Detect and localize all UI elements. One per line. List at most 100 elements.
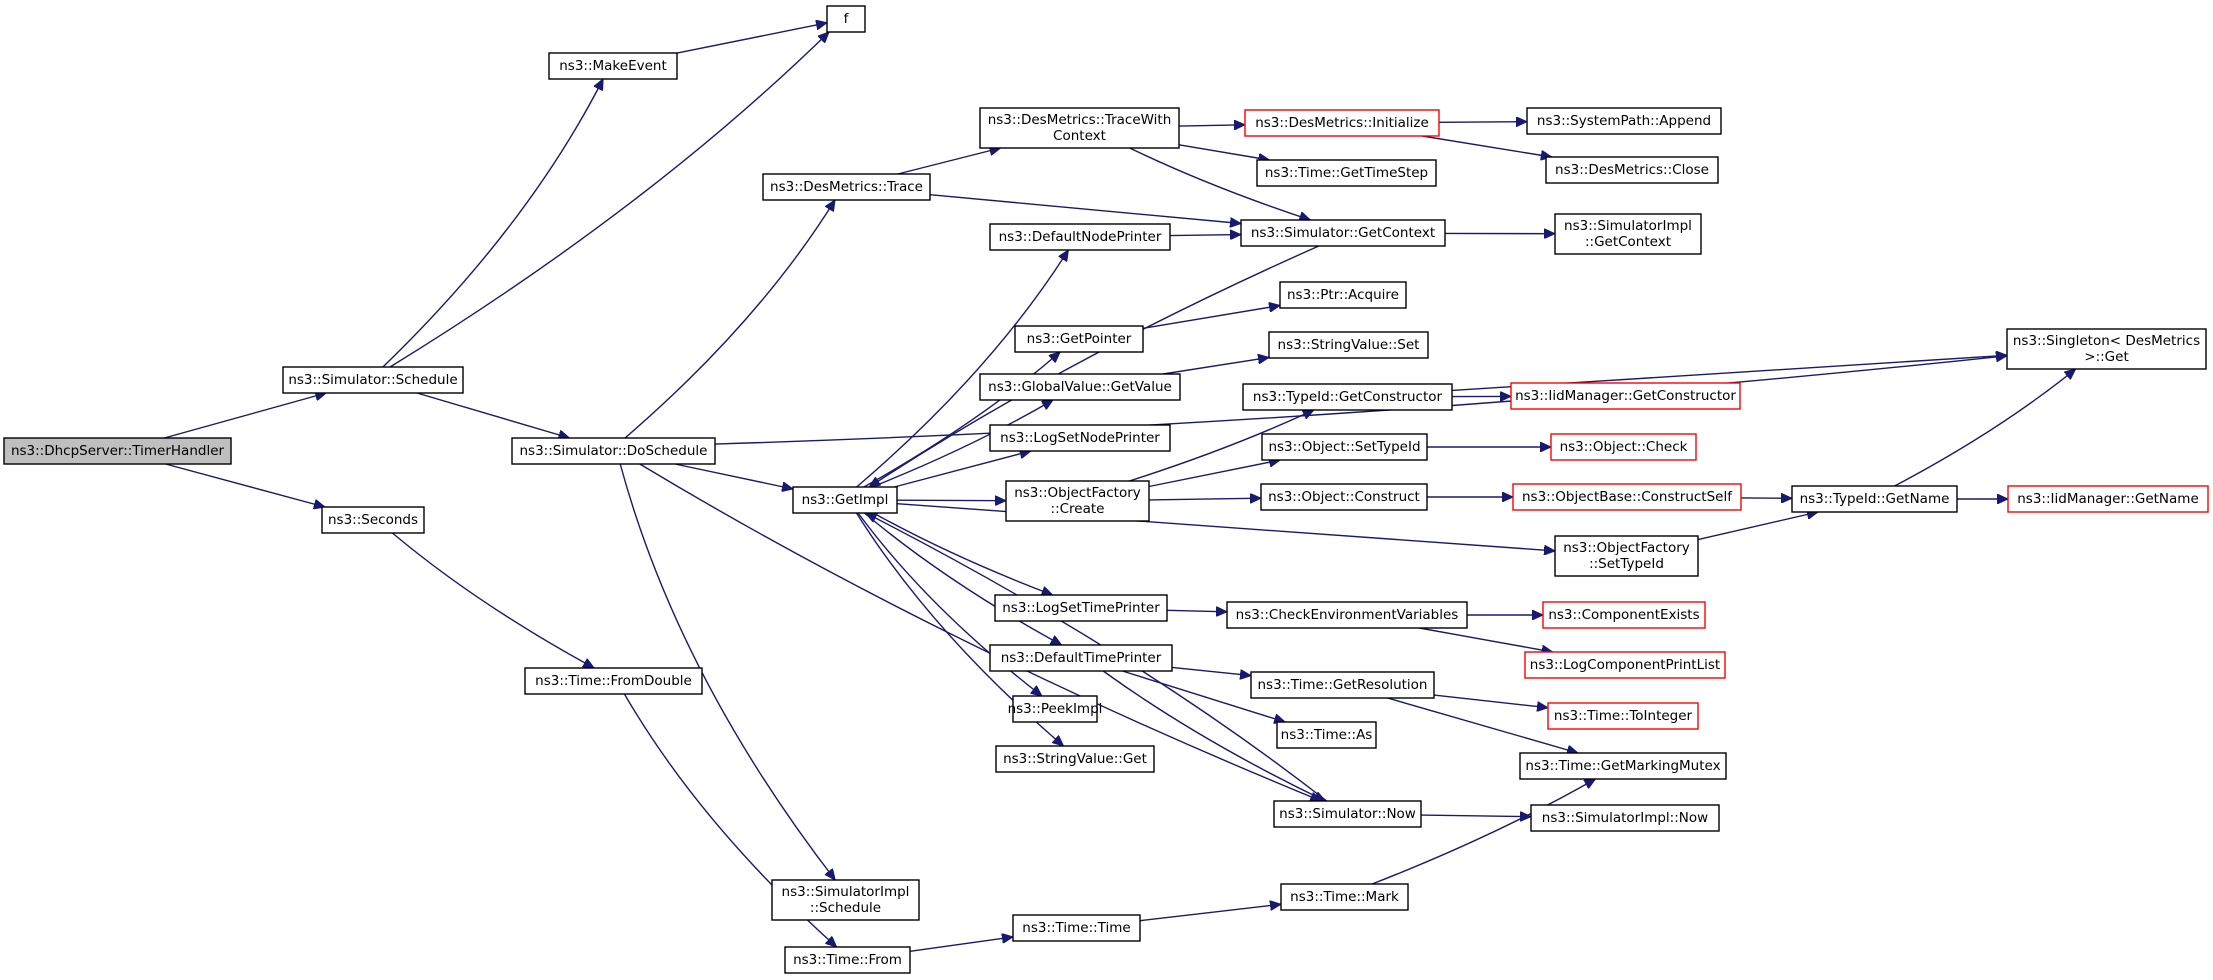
node-fromdouble[interactable]: ns3::Time::FromDouble xyxy=(524,667,703,695)
node-box-defaulttimeprinter[interactable] xyxy=(989,644,1173,672)
node-box-simimpl_now[interactable] xyxy=(1530,804,1720,832)
node-box-componentexists[interactable] xyxy=(1542,601,1706,629)
node-desmetrics_trace[interactable]: ns3::DesMetrics::Trace xyxy=(762,173,931,201)
node-box-logsetnodeprinter[interactable] xyxy=(989,424,1171,452)
node-box-makeevent[interactable] xyxy=(548,52,678,80)
node-getimpl[interactable]: ns3::GetImpl xyxy=(792,486,898,514)
node-seconds[interactable]: ns3::Seconds xyxy=(321,506,425,534)
node-box-simimpl_getcontext[interactable] xyxy=(1554,213,1702,255)
node-componentexists[interactable]: ns3::ComponentExists xyxy=(1542,601,1706,629)
node-makeevent[interactable]: ns3::MakeEvent xyxy=(548,52,678,80)
node-object_check[interactable]: ns3::Object::Check xyxy=(1550,433,1697,461)
node-box-time_mark[interactable] xyxy=(1280,883,1409,911)
node-logsetnodeprinter[interactable]: ns3::LogSetNodePrinter xyxy=(989,424,1171,452)
node-object_construct[interactable]: ns3::Object::Construct xyxy=(1260,483,1428,511)
node-box-getimpl[interactable] xyxy=(792,486,898,514)
node-time_tointeger[interactable]: ns3::Time::ToInteger xyxy=(1547,702,1699,730)
node-box-object_check[interactable] xyxy=(1550,433,1697,461)
node-f[interactable]: f xyxy=(826,5,866,33)
node-box-schedule[interactable] xyxy=(282,366,464,394)
node-box-typeid_getconstructor[interactable] xyxy=(1242,383,1453,411)
node-box-desmetrics_trace[interactable] xyxy=(762,173,931,201)
node-singleton_get[interactable]: ns3::Singleton< DesMetrics >::Get xyxy=(2006,328,2207,370)
node-logsettimeprinter[interactable]: ns3::LogSetTimePrinter xyxy=(994,594,1168,622)
node-box-time_from[interactable] xyxy=(784,946,911,974)
node-box-doschedule[interactable] xyxy=(511,437,716,465)
node-logcomponentprintlist[interactable]: ns3::LogComponentPrintList xyxy=(1524,651,1726,679)
node-box-logcomponentprintlist[interactable] xyxy=(1524,651,1726,679)
node-stringvalue_set[interactable]: ns3::StringValue::Set xyxy=(1268,331,1429,359)
node-stringvalue_get[interactable]: ns3::StringValue::Get xyxy=(995,745,1155,773)
node-objectfactory_create[interactable]: ns3::ObjectFactory::Create xyxy=(1005,480,1150,522)
node-iidmanager_getconstructor[interactable]: ns3::IidManager::GetConstructor xyxy=(1510,382,1741,410)
node-objectfactory_settypeid[interactable]: ns3::ObjectFactory::SetTypeId xyxy=(1554,535,1699,577)
node-simulator_getcontext[interactable]: ns3::Simulator::GetContext xyxy=(1240,219,1446,247)
node-peekimpl[interactable]: ns3::PeekImpl xyxy=(1008,695,1103,723)
node-box-time_time[interactable] xyxy=(1012,914,1141,942)
node-box-iidmanager_getconstructor[interactable] xyxy=(1510,382,1741,410)
node-box-object_settypeid[interactable] xyxy=(1261,433,1428,461)
node-box-desmetrics_initialize[interactable] xyxy=(1244,109,1440,137)
node-box-time_getresolution[interactable] xyxy=(1250,671,1435,699)
node-time_getmarkingmutex[interactable]: ns3::Time::GetMarkingMutex xyxy=(1519,752,1727,780)
node-box-seconds[interactable] xyxy=(321,506,425,534)
node-object_settypeid[interactable]: ns3::Object::SetTypeId xyxy=(1261,433,1428,461)
node-simimpl_schedule[interactable]: ns3::SimulatorImpl::Schedule xyxy=(771,879,920,921)
node-box-objectfactory_create[interactable] xyxy=(1005,480,1150,522)
node-box-simulator_now[interactable] xyxy=(1273,800,1422,828)
node-simimpl_now[interactable]: ns3::SimulatorImpl::Now xyxy=(1530,804,1720,832)
node-root[interactable]: ns3::DhcpServer::TimerHandler xyxy=(3,437,232,465)
node-box-desmetrics_close[interactable] xyxy=(1545,156,1719,184)
node-time_getresolution[interactable]: ns3::Time::GetResolution xyxy=(1250,671,1435,699)
node-globalvalue_getvalue[interactable]: ns3::GlobalValue::GetValue xyxy=(979,373,1181,401)
node-box-time_as[interactable] xyxy=(1276,721,1377,749)
node-ptr_acquire[interactable]: ns3::Ptr::Acquire xyxy=(1279,281,1407,309)
node-box-typeid_getname[interactable] xyxy=(1791,485,1958,513)
node-box-time_tointeger[interactable] xyxy=(1547,702,1699,730)
node-systempath_append[interactable]: ns3::SystemPath::Append xyxy=(1526,107,1722,135)
node-objectbase_constructself[interactable]: ns3::ObjectBase::ConstructSelf xyxy=(1512,483,1742,511)
node-box-object_construct[interactable] xyxy=(1260,483,1428,511)
node-desmetrics_initialize[interactable]: ns3::DesMetrics::Initialize xyxy=(1244,109,1440,137)
node-time_from[interactable]: ns3::Time::From xyxy=(784,946,911,974)
node-box-f[interactable] xyxy=(826,5,866,33)
node-typeid_getconstructor[interactable]: ns3::TypeId::GetConstructor xyxy=(1242,383,1453,411)
node-box-logsettimeprinter[interactable] xyxy=(994,594,1168,622)
node-time_gettimestep[interactable]: ns3::Time::GetTimeStep xyxy=(1256,159,1437,187)
node-box-simimpl_schedule[interactable] xyxy=(771,879,920,921)
node-box-singleton_get[interactable] xyxy=(2006,328,2207,370)
node-box-time_gettimestep[interactable] xyxy=(1256,159,1437,187)
node-schedule[interactable]: ns3::Simulator::Schedule xyxy=(282,366,464,394)
node-box-time_getmarkingmutex[interactable] xyxy=(1519,752,1727,780)
node-box-getpointer[interactable] xyxy=(1014,325,1144,353)
node-box-tracewithcontext[interactable] xyxy=(979,107,1180,149)
node-defaultnodeprinter[interactable]: ns3::DefaultNodePrinter xyxy=(989,223,1171,251)
node-checkenvvars[interactable]: ns3::CheckEnvironmentVariables xyxy=(1226,601,1468,629)
node-typeid_getname[interactable]: ns3::TypeId::GetName xyxy=(1791,485,1958,513)
node-box-simulator_getcontext[interactable] xyxy=(1240,219,1446,247)
node-box-peekimpl[interactable] xyxy=(1012,695,1098,723)
node-box-systempath_append[interactable] xyxy=(1526,107,1722,135)
node-box-objectbase_constructself[interactable] xyxy=(1512,483,1742,511)
node-time_mark[interactable]: ns3::Time::Mark xyxy=(1280,883,1409,911)
node-box-ptr_acquire[interactable] xyxy=(1279,281,1407,309)
node-box-checkenvvars[interactable] xyxy=(1226,601,1468,629)
node-simimpl_getcontext[interactable]: ns3::SimulatorImpl::GetContext xyxy=(1554,213,1702,255)
node-box-stringvalue_set[interactable] xyxy=(1268,331,1429,359)
node-box-iidmanager_getname[interactable] xyxy=(2007,485,2209,513)
node-box-fromdouble[interactable] xyxy=(524,667,703,695)
node-box-defaultnodeprinter[interactable] xyxy=(989,223,1171,251)
node-box-globalvalue_getvalue[interactable] xyxy=(979,373,1181,401)
node-desmetrics_close[interactable]: ns3::DesMetrics::Close xyxy=(1545,156,1719,184)
node-time_time[interactable]: ns3::Time::Time xyxy=(1012,914,1141,942)
node-box-root[interactable] xyxy=(3,437,232,465)
node-simulator_now[interactable]: ns3::Simulator::Now xyxy=(1273,800,1422,828)
node-getpointer[interactable]: ns3::GetPointer xyxy=(1014,325,1144,353)
node-defaulttimeprinter[interactable]: ns3::DefaultTimePrinter xyxy=(989,644,1173,672)
node-time_as[interactable]: ns3::Time::As xyxy=(1276,721,1377,749)
node-iidmanager_getname[interactable]: ns3::IidManager::GetName xyxy=(2007,485,2209,513)
node-box-stringvalue_get[interactable] xyxy=(995,745,1155,773)
node-box-objectfactory_settypeid[interactable] xyxy=(1554,535,1699,577)
node-doschedule[interactable]: ns3::Simulator::DoSchedule xyxy=(511,437,716,465)
